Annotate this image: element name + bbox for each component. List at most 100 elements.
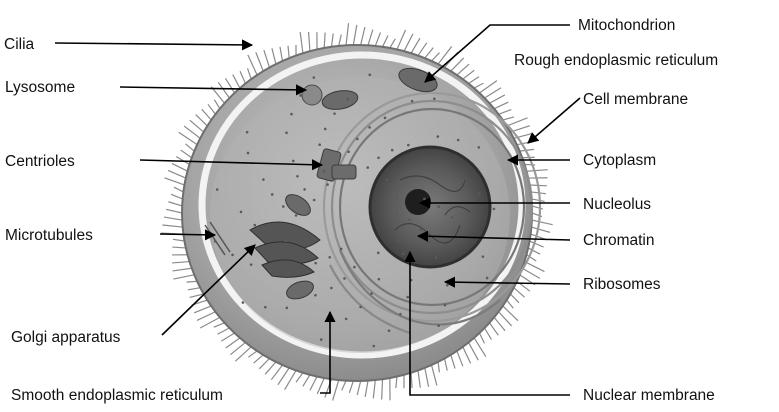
cilium (248, 68, 252, 79)
cilium (240, 71, 245, 83)
cilium (418, 370, 420, 387)
cilium (525, 262, 545, 272)
cilium (373, 380, 375, 398)
nucleolus-shape (405, 189, 431, 215)
cell-illustration (161, 23, 553, 400)
label-lysosome: Lysosome (5, 79, 75, 96)
cilium (303, 375, 310, 387)
label-nucleolus: Nucleolus (583, 196, 651, 213)
ribosome-dot (451, 216, 454, 219)
ribosome-dot (411, 100, 414, 103)
cilium (248, 351, 257, 357)
cilium (432, 365, 437, 386)
cilium (217, 328, 229, 334)
ribosome-dot (433, 97, 436, 100)
ribosome-dot (396, 196, 399, 199)
ribosome-dot (368, 74, 371, 77)
ribosome-dot (312, 237, 315, 240)
cilium (181, 150, 192, 158)
ribosome-dot (478, 192, 481, 195)
cilium (425, 368, 429, 387)
cilium (507, 118, 528, 126)
cilium (190, 120, 204, 132)
cilium (197, 312, 215, 321)
cilium (522, 268, 540, 278)
cilium (463, 70, 474, 79)
cilium (194, 306, 211, 313)
label-rough-er: Rough endoplasmic reticulum (514, 52, 718, 69)
cilium (357, 381, 360, 395)
cilium (166, 209, 182, 213)
ribosome-dot (423, 198, 426, 201)
cilium (172, 247, 185, 248)
cilium (474, 83, 483, 88)
cilium (425, 48, 433, 59)
ribosome-dot (296, 175, 299, 178)
ribosome-dot (324, 128, 327, 131)
ribosome-dot (318, 143, 321, 146)
ribosome-dot (419, 228, 422, 231)
cilium (469, 342, 479, 360)
label-smooth-er: Smooth endoplasmic reticulum (11, 387, 223, 404)
cilium (479, 81, 496, 93)
cilium (218, 82, 229, 98)
cilium (445, 358, 448, 370)
ribosome-dot (407, 144, 410, 147)
ribosome-dot (314, 294, 317, 297)
cilium (187, 281, 198, 282)
ribosome-dot (353, 266, 356, 269)
ribosome-dot (320, 338, 323, 341)
leader-cilia (55, 43, 252, 45)
ribosome-dot (428, 241, 431, 244)
cilium (254, 355, 264, 363)
label-golgi-apparatus: Golgi apparatus (11, 329, 121, 346)
cilium (438, 362, 439, 372)
cilium (184, 126, 200, 138)
cilium (188, 288, 200, 290)
cilium (333, 380, 339, 400)
ribosome-dot (386, 178, 389, 181)
ribosome-dot (444, 304, 447, 307)
cilium (331, 33, 333, 46)
label-cytoplasm: Cytoplasm (583, 152, 656, 169)
ribosome-dot (378, 278, 381, 281)
label-centrioles: Centrioles (5, 153, 75, 170)
cilium (208, 104, 215, 114)
cilium (474, 338, 486, 357)
ribosome-dot (396, 212, 399, 215)
cilium (310, 377, 317, 391)
cilium (233, 75, 240, 89)
cilium (162, 225, 182, 227)
ribosome-dot (285, 131, 288, 134)
ribosome-dot (323, 170, 326, 173)
cilium (339, 35, 342, 46)
ribosome-dot (312, 76, 315, 79)
cilium (411, 38, 420, 53)
ribosome-dot (347, 150, 350, 153)
ribosome-dot (427, 168, 430, 171)
ribosome-dot (262, 178, 265, 181)
ribosome-dot (303, 188, 306, 191)
cilium (382, 379, 383, 399)
cilium (324, 33, 325, 48)
ribosome-dot (493, 208, 496, 211)
cilium (173, 268, 192, 271)
ribosome-dot (313, 199, 316, 202)
cilium (317, 378, 324, 394)
cilium (397, 30, 406, 50)
ribosome-dot (343, 277, 346, 280)
cilium (527, 170, 548, 172)
ribosome-dot (400, 174, 403, 177)
cilium (485, 88, 501, 98)
ribosome-dot (285, 240, 288, 243)
ribosome-dot (269, 269, 272, 272)
ribosome-dot (326, 183, 329, 186)
cilium (214, 100, 220, 109)
cilium (278, 368, 289, 385)
cilium (517, 142, 533, 145)
ribosome-dot (377, 156, 380, 159)
ribosome-dot (340, 248, 343, 251)
cilium (168, 170, 186, 178)
ribosome-dot (328, 256, 331, 259)
